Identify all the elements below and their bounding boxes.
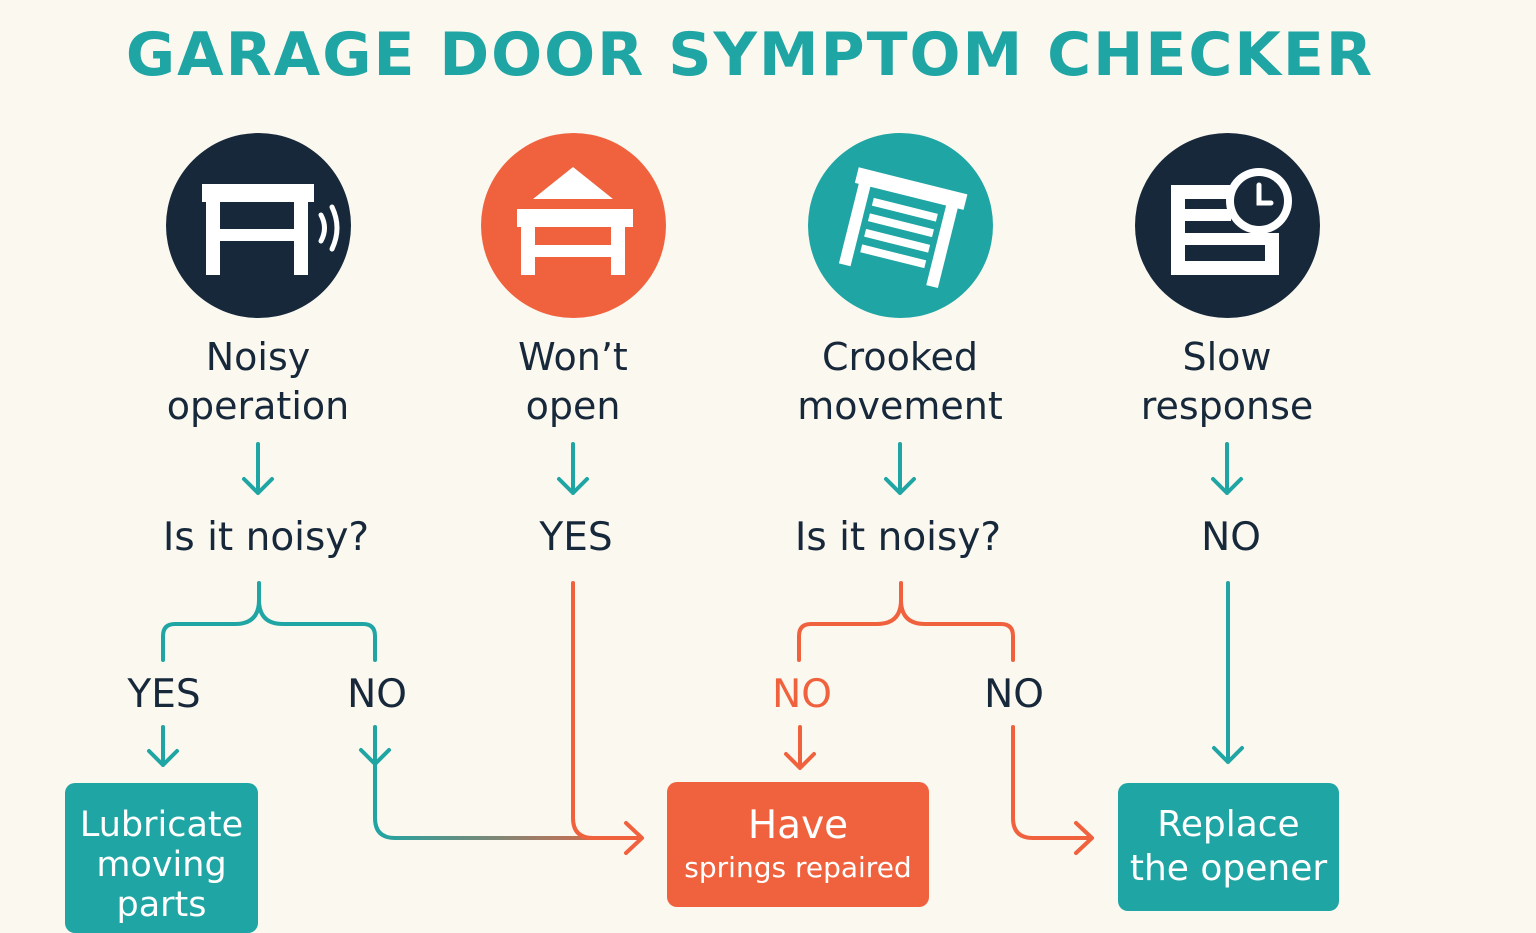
slow-response-clock-icon <box>1135 133 1320 318</box>
branch-crooked-no-right: NO <box>984 672 1044 717</box>
action-lubricate: Lubricate moving parts <box>65 783 258 933</box>
answer-wont-open: YES <box>539 515 613 560</box>
garage-wont-open-icon <box>481 133 666 318</box>
branch-noisy-no: NO <box>347 672 407 717</box>
answer-slow: NO <box>1201 515 1261 560</box>
action-replace-opener: Replace the opener <box>1118 783 1339 911</box>
branch-noisy-yes: YES <box>127 672 201 717</box>
question-crooked: Is it noisy? <box>794 515 1002 560</box>
action-springs: Have springs repaired <box>667 782 929 907</box>
question-noisy: Is it noisy? <box>162 515 370 560</box>
branch-crooked-no-left: NO <box>772 672 832 717</box>
noisy-garage-door-icon <box>166 133 351 318</box>
page-title: GARAGE DOOR SYMPTOM CHECKER <box>125 20 1375 90</box>
crooked-garage-door-icon <box>808 133 993 318</box>
